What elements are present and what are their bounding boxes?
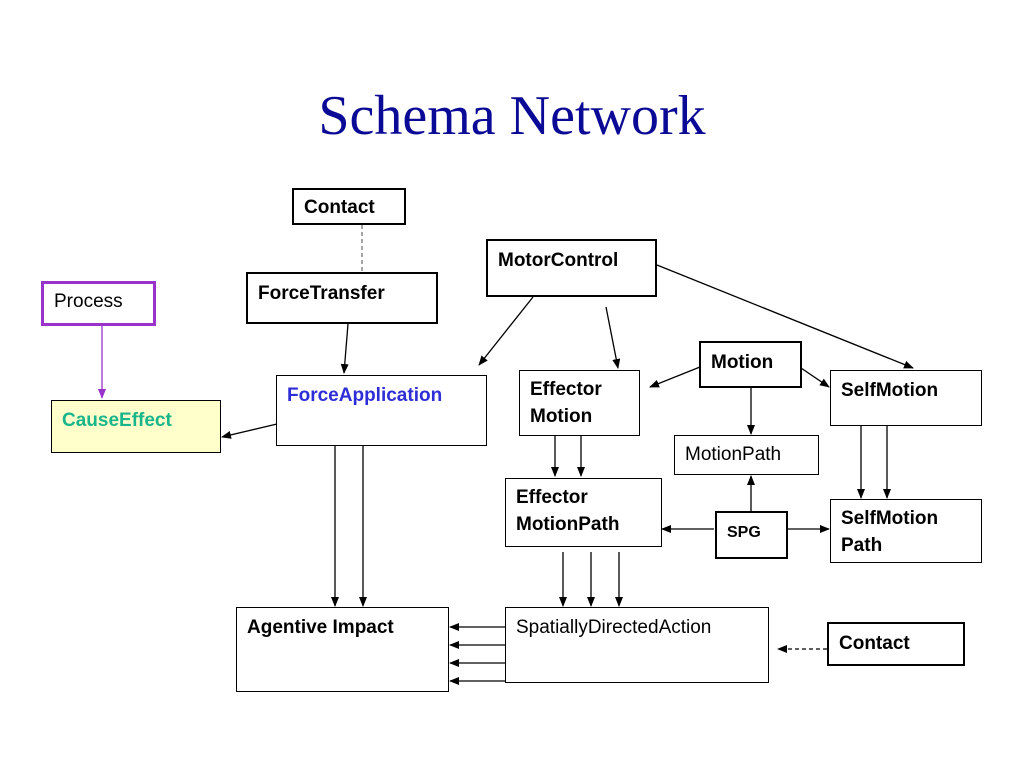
edge-motion-effectormotion — [649, 366, 701, 388]
node-label: SelfMotion — [841, 380, 939, 401]
node-label: CauseEffect — [62, 410, 172, 431]
node-spg: SPG — [715, 511, 788, 559]
node-effector-motion-path: Effector MotionPath — [505, 478, 662, 547]
node-spatially-directed-action: SpatiallyDirectedAction — [505, 607, 769, 683]
node-label: MotorControl — [498, 250, 619, 271]
node-agentive-impact: Agentive Impact — [236, 607, 449, 692]
node-motion-path: MotionPath — [674, 435, 819, 475]
edge-forceapplication-causeeffect — [221, 423, 278, 439]
node-label: ForceApplication — [287, 385, 443, 406]
page-title: Schema Network — [318, 85, 706, 147]
node-motion: Motion — [699, 341, 802, 388]
node-label-line-2: Path — [841, 535, 883, 556]
node-force-transfer: ForceTransfer — [246, 272, 438, 324]
node-force-application: ForceApplication — [276, 375, 487, 446]
node-label: Motion — [711, 352, 774, 373]
node-label: ForceTransfer — [258, 283, 385, 304]
node-label: SPG — [727, 524, 761, 541]
node-label-line-1: Effector — [530, 379, 602, 400]
node-self-motion-path: SelfMotion Path — [830, 499, 982, 563]
edge-motorcontrol-forceapplication — [478, 296, 534, 366]
edge-motorcontrol-selfmotion — [656, 264, 914, 369]
edge-motorcontrol-effectormotion — [605, 306, 621, 369]
node-self-motion: SelfMotion — [830, 370, 982, 426]
node-process: Process — [41, 281, 156, 326]
node-label-line-2: Motion — [530, 406, 593, 427]
node-label-line-2: MotionPath — [516, 514, 620, 535]
node-label: Agentive Impact — [247, 617, 394, 638]
node-label: Contact — [304, 197, 375, 218]
node-cause-effect: CauseEffect — [51, 400, 221, 453]
node-contact-top: Contact — [292, 188, 406, 225]
edge-motion-selfmotion — [800, 367, 830, 388]
node-effector-motion: Effector Motion — [519, 370, 640, 436]
node-label-line-1: SelfMotion — [841, 508, 939, 529]
edge-forcetransfer-forceapplication — [340, 323, 349, 374]
node-contact-bottom: Contact — [827, 622, 965, 666]
node-label: Process — [54, 291, 123, 312]
node-motor-control: MotorControl — [486, 239, 657, 297]
node-label-line-1: Effector — [516, 487, 588, 508]
node-label: Contact — [839, 633, 910, 654]
node-label: SpatiallyDirectedAction — [516, 617, 712, 638]
node-label: MotionPath — [685, 444, 782, 465]
